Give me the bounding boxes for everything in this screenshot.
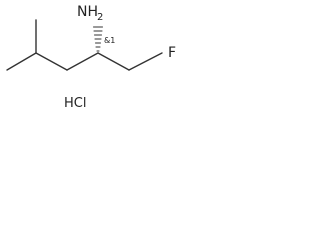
amine-subscript: 2 bbox=[97, 12, 103, 23]
fluorine-label: F bbox=[168, 45, 176, 61]
salt-label: HCl bbox=[64, 96, 86, 111]
hashed-wedge-bond bbox=[92, 26, 104, 52]
bond-methyl-left bbox=[6, 52, 37, 71]
amine-label: NH bbox=[77, 4, 98, 20]
bond-isobutyl-ch2 bbox=[35, 52, 68, 71]
molecule-drawing: NH 2 &1 F HCl bbox=[6, 4, 176, 111]
stereo-label: &1 bbox=[104, 36, 115, 45]
bond-ch2-fluorine bbox=[128, 52, 163, 71]
bond-to-stereocenter bbox=[66, 52, 99, 71]
chemical-structure: NH 2 &1 F HCl bbox=[0, 0, 185, 113]
bond-stereocenter-ch2 bbox=[97, 52, 130, 71]
